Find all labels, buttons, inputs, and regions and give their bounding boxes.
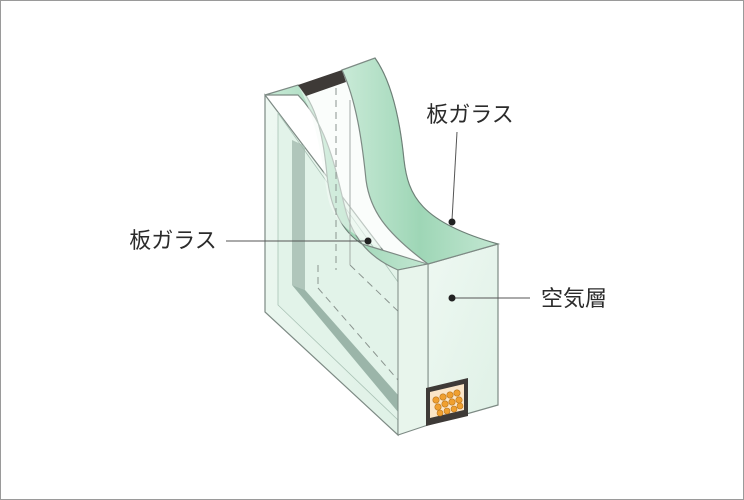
spacer-top	[298, 70, 346, 96]
label-glass-pane-left: 板ガラス	[129, 229, 217, 254]
desiccant-beads	[432, 389, 464, 417]
callout-glass-pane-top: 板ガラス	[426, 103, 514, 226]
air-layer	[298, 70, 429, 435]
front-glass-pane	[341, 57, 501, 436]
spacer-bottom	[426, 378, 468, 426]
label-air-layer: 空気層	[541, 287, 607, 312]
callout-glass-pane-left: 板ガラス	[129, 229, 372, 254]
callout-air-layer: 空気層	[448, 287, 607, 312]
label-glass-pane-top: 板ガラス	[426, 103, 514, 128]
